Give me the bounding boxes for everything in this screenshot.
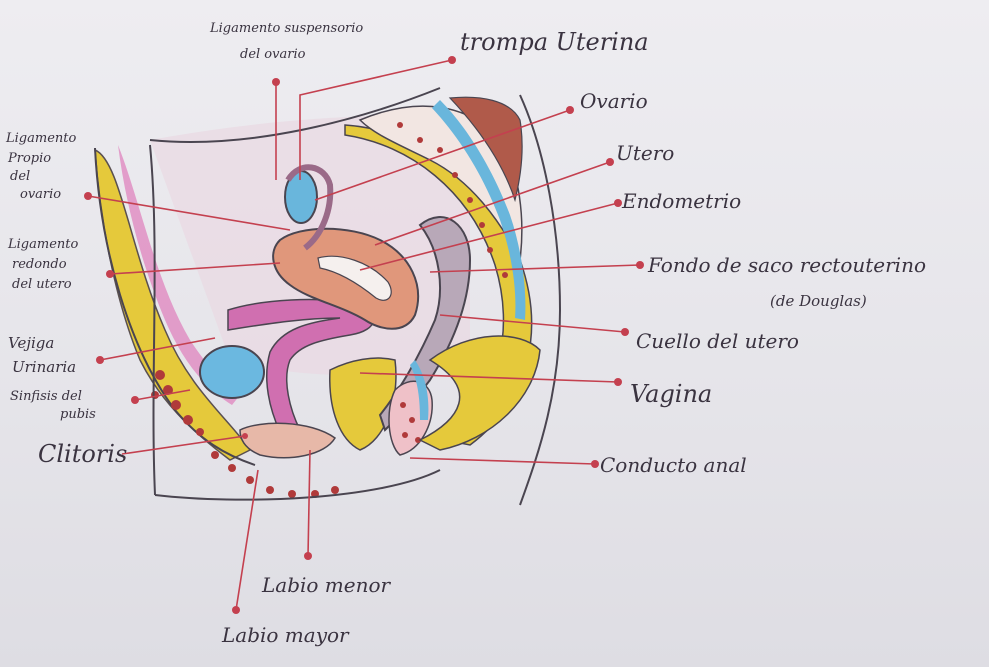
- label-de-douglas: (de Douglas): [770, 292, 867, 310]
- outer-outline-bottom: [155, 470, 440, 500]
- label-lig-redondo-3: del utero: [12, 277, 72, 292]
- label-sinfisis-1: Sinfisis del: [10, 389, 82, 404]
- label-ligamento-suspensorio-1: Ligamento suspensorio: [209, 21, 363, 36]
- label-lig-propio-1: Ligamento: [5, 131, 76, 146]
- label-lig-redondo-1: Ligamento: [7, 237, 78, 252]
- label-sinfisis-2: pubis: [60, 407, 96, 422]
- label-utero: Utero: [616, 141, 674, 165]
- vaginal-canal-yellow: [330, 358, 396, 450]
- label-lig-redondo-2: redondo: [12, 257, 67, 272]
- label-fondo-de-saco: Fondo de saco rectouterino: [647, 253, 926, 277]
- label-conducto-anal: Conducto anal: [600, 453, 747, 477]
- bladder-shape: [200, 346, 264, 398]
- label-clitoris: Clitoris: [38, 440, 127, 468]
- label-endometrio: Endometrio: [621, 189, 741, 213]
- label-lig-propio-2: Propio: [7, 151, 51, 166]
- label-vejiga-2: Urinaria: [12, 358, 76, 376]
- label-vejiga-1: Vejiga: [8, 334, 54, 352]
- label-ligamento-suspensorio-2: del ovario: [240, 47, 306, 62]
- label-lig-propio-3: del: [10, 169, 30, 184]
- label-vagina: Vagina: [630, 380, 712, 408]
- labia-shape: [240, 423, 335, 457]
- label-labio-mayor: Labio mayor: [221, 623, 350, 647]
- label-trompa-uterina: trompa Uterina: [460, 28, 649, 56]
- label-cuello-utero: Cuello del utero: [636, 329, 799, 353]
- label-labio-menor: Labio menor: [261, 573, 392, 597]
- label-ovario: Ovario: [580, 89, 648, 113]
- label-lig-propio-4: ovario: [20, 187, 61, 202]
